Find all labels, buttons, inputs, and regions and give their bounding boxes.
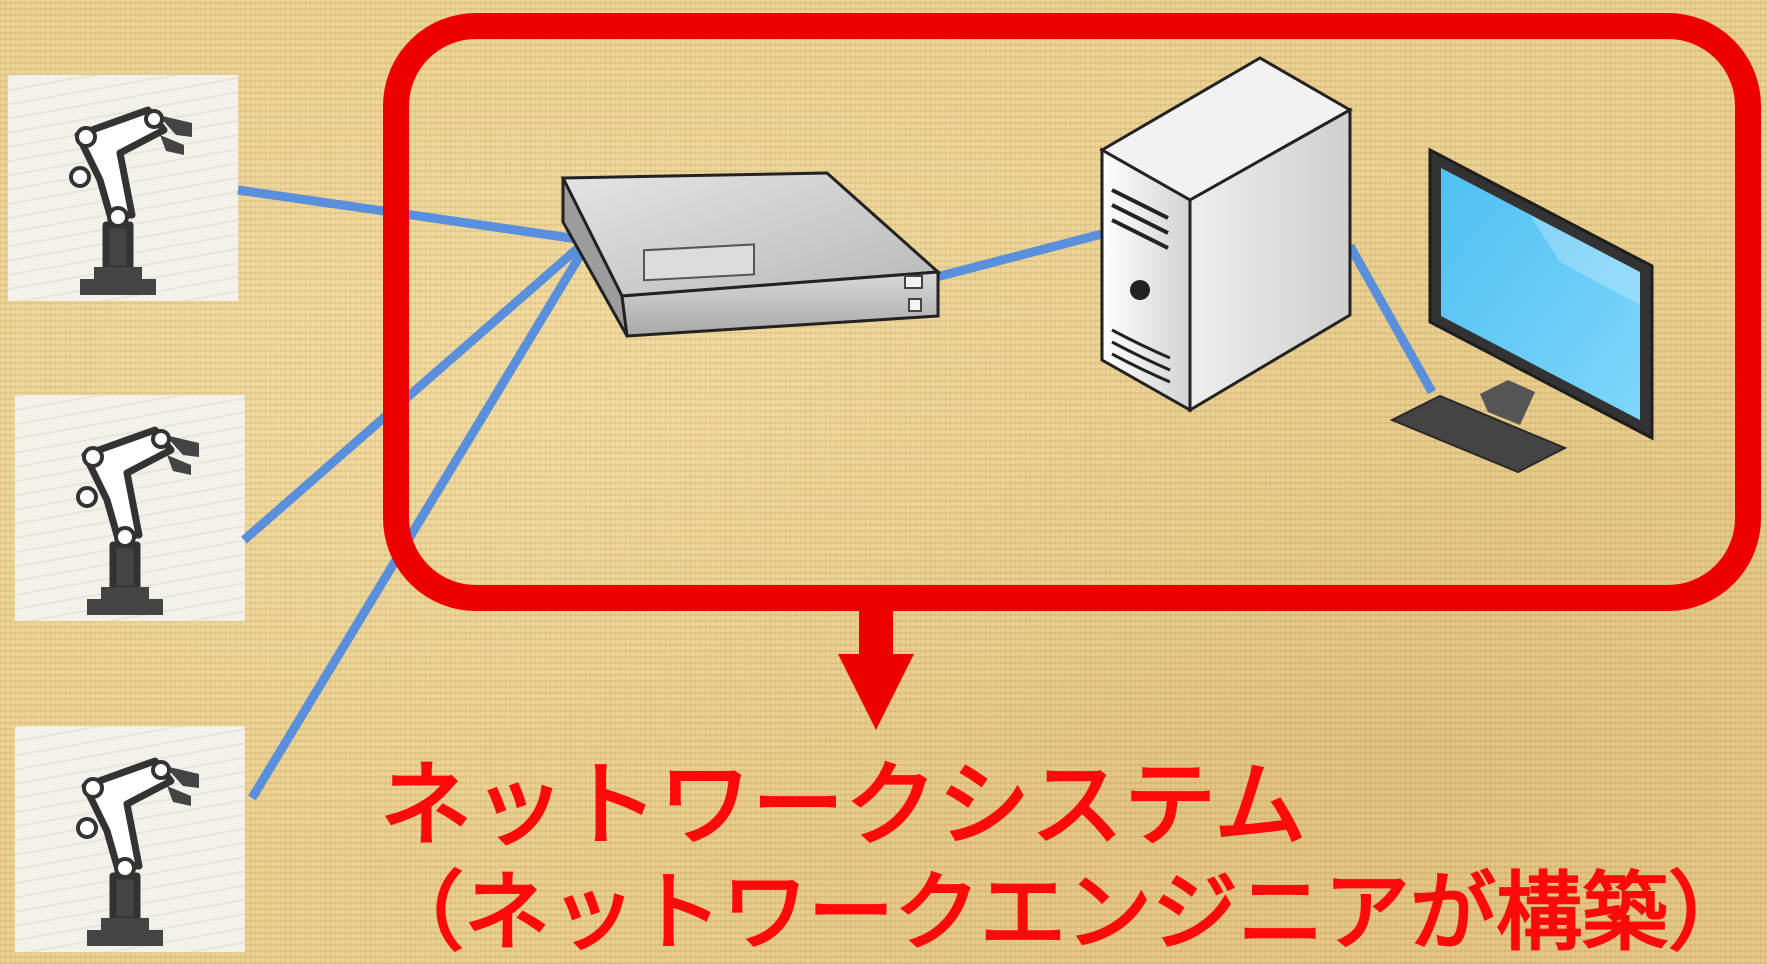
robot-card-3 bbox=[15, 726, 245, 952]
robot-arm-icon bbox=[76, 757, 199, 946]
robot-card-2 bbox=[15, 395, 245, 621]
network-switch-icon bbox=[560, 171, 942, 338]
server-tower-icon bbox=[1098, 56, 1354, 413]
caption-subtitle: （ネットワークエンジニアが構築） bbox=[378, 863, 1754, 963]
cable-robot2-switch bbox=[241, 238, 588, 544]
cable-lines bbox=[237, 185, 1436, 801]
robot-arm-icon bbox=[76, 426, 199, 615]
cable-server-monitor bbox=[1346, 243, 1436, 395]
monitor-icon bbox=[1389, 147, 1654, 474]
down-arrow-icon bbox=[838, 610, 914, 730]
cable-switch-server bbox=[923, 229, 1104, 285]
robot-arm-icon bbox=[69, 106, 192, 295]
cable-robot3-switch bbox=[248, 241, 591, 801]
network-system-frame bbox=[383, 13, 1761, 611]
cable-robot1-switch bbox=[237, 185, 586, 245]
caption-title: ネットワークシステム bbox=[380, 752, 1308, 859]
robot-card-1 bbox=[8, 75, 238, 301]
